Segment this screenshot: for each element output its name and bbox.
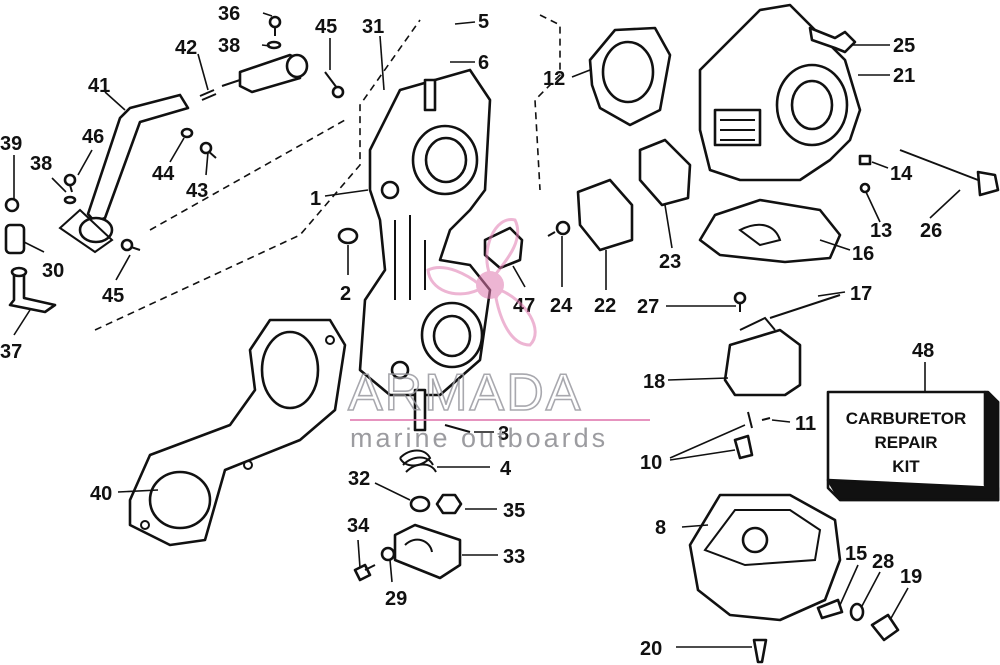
callout-20: 20 bbox=[640, 638, 662, 660]
callout-26: 26 bbox=[920, 220, 942, 242]
spring-bracket-33 bbox=[393, 523, 462, 580]
callout-36: 36 bbox=[218, 3, 240, 25]
kit-label-line2: REPAIR bbox=[875, 433, 938, 452]
callout-37: 37 bbox=[0, 341, 22, 363]
bushing-and-shaft bbox=[4, 223, 57, 314]
callout-33: 33 bbox=[503, 546, 525, 568]
callout-6: 6 bbox=[478, 52, 489, 74]
callout-11: 11 bbox=[795, 413, 816, 435]
callout-38-left: 38 bbox=[30, 153, 52, 175]
callout-32: 32 bbox=[348, 468, 370, 490]
callout-24: 24 bbox=[550, 295, 573, 317]
pin-17 bbox=[769, 294, 841, 319]
callout-34: 34 bbox=[347, 515, 370, 537]
callout-10: 10 bbox=[640, 452, 662, 474]
callout-30: 30 bbox=[42, 260, 64, 282]
callout-15: 15 bbox=[845, 543, 867, 565]
watermark: ARMADA marine outboards bbox=[347, 218, 650, 453]
kit-label-line1: CARBURETOR bbox=[846, 409, 967, 428]
bowl-gasket bbox=[698, 198, 842, 264]
callout-42: 42 bbox=[175, 37, 197, 59]
kit-label-line3: KIT bbox=[892, 457, 920, 476]
callout-44: 44 bbox=[152, 163, 175, 185]
plug-2 bbox=[337, 227, 359, 245]
callout-39: 39 bbox=[0, 133, 22, 155]
screw-25 bbox=[808, 26, 857, 54]
callout-5: 5 bbox=[478, 11, 489, 33]
nut-35 bbox=[435, 493, 463, 515]
callout-45-left: 45 bbox=[102, 285, 124, 307]
callout-2: 2 bbox=[340, 283, 351, 305]
fuel-fitting bbox=[483, 220, 571, 270]
spring-4 bbox=[399, 449, 437, 473]
callout-46: 46 bbox=[82, 126, 104, 148]
callout-8: 8 bbox=[655, 517, 666, 539]
small-screws-left bbox=[4, 15, 345, 252]
callout-35: 35 bbox=[503, 500, 525, 522]
pin-3 bbox=[444, 424, 471, 433]
float-bowl bbox=[688, 493, 842, 622]
plate-22 bbox=[576, 178, 634, 252]
throttle-arm bbox=[58, 93, 190, 254]
top-gasket bbox=[588, 26, 672, 127]
callout-43: 43 bbox=[186, 180, 208, 202]
air-horn-cover bbox=[698, 3, 862, 182]
watermark-brand: ARMADA bbox=[348, 364, 582, 422]
callout-17: 17 bbox=[850, 283, 872, 305]
screw-27 bbox=[733, 291, 747, 312]
callout-45-top: 45 bbox=[315, 16, 337, 38]
dashed-assembly-lines bbox=[94, 14, 561, 331]
callout-19: 19 bbox=[900, 566, 922, 588]
callout-18: 18 bbox=[643, 371, 665, 393]
callout-40: 40 bbox=[90, 483, 112, 505]
callout-numbers: 36 42 38 45 31 5 6 12 25 21 41 39 46 38 … bbox=[0, 3, 942, 660]
propeller-logo-icon bbox=[426, 218, 537, 347]
callout-28: 28 bbox=[872, 551, 894, 573]
screw-34 bbox=[353, 563, 376, 582]
plate-23 bbox=[638, 138, 692, 207]
callout-41: 41 bbox=[88, 75, 110, 97]
long-screw-26 bbox=[899, 149, 1000, 197]
fittings-13-14 bbox=[858, 154, 872, 194]
callout-14: 14 bbox=[890, 163, 913, 185]
callout-29: 29 bbox=[385, 588, 407, 610]
callout-16: 16 bbox=[852, 243, 874, 265]
callout-13: 13 bbox=[870, 220, 892, 242]
needle-valve bbox=[733, 411, 771, 460]
callout-22: 22 bbox=[594, 295, 616, 317]
callout-3: 3 bbox=[498, 423, 509, 445]
callout-4: 4 bbox=[500, 458, 512, 480]
callout-38-top: 38 bbox=[218, 35, 240, 57]
callout-27: 27 bbox=[637, 296, 659, 318]
callout-23: 23 bbox=[659, 251, 681, 273]
drain-screws bbox=[752, 598, 900, 664]
small-cap-32 bbox=[409, 495, 431, 513]
callout-48: 48 bbox=[912, 340, 934, 362]
callout-21: 21 bbox=[893, 65, 915, 87]
callout-25: 25 bbox=[893, 35, 915, 57]
watermark-tagline: marine outboards bbox=[350, 423, 608, 453]
flange-gasket bbox=[128, 318, 347, 547]
float bbox=[723, 316, 802, 397]
throttle-linkage-rod bbox=[199, 53, 309, 101]
callout-1: 1 bbox=[310, 188, 321, 210]
callout-31: 31 bbox=[362, 16, 384, 38]
callout-12: 12 bbox=[543, 68, 565, 90]
repair-kit-box: CARBURETOR REPAIR KIT bbox=[826, 390, 1000, 502]
washer-29 bbox=[380, 546, 396, 562]
leader-lines bbox=[13, 12, 961, 648]
